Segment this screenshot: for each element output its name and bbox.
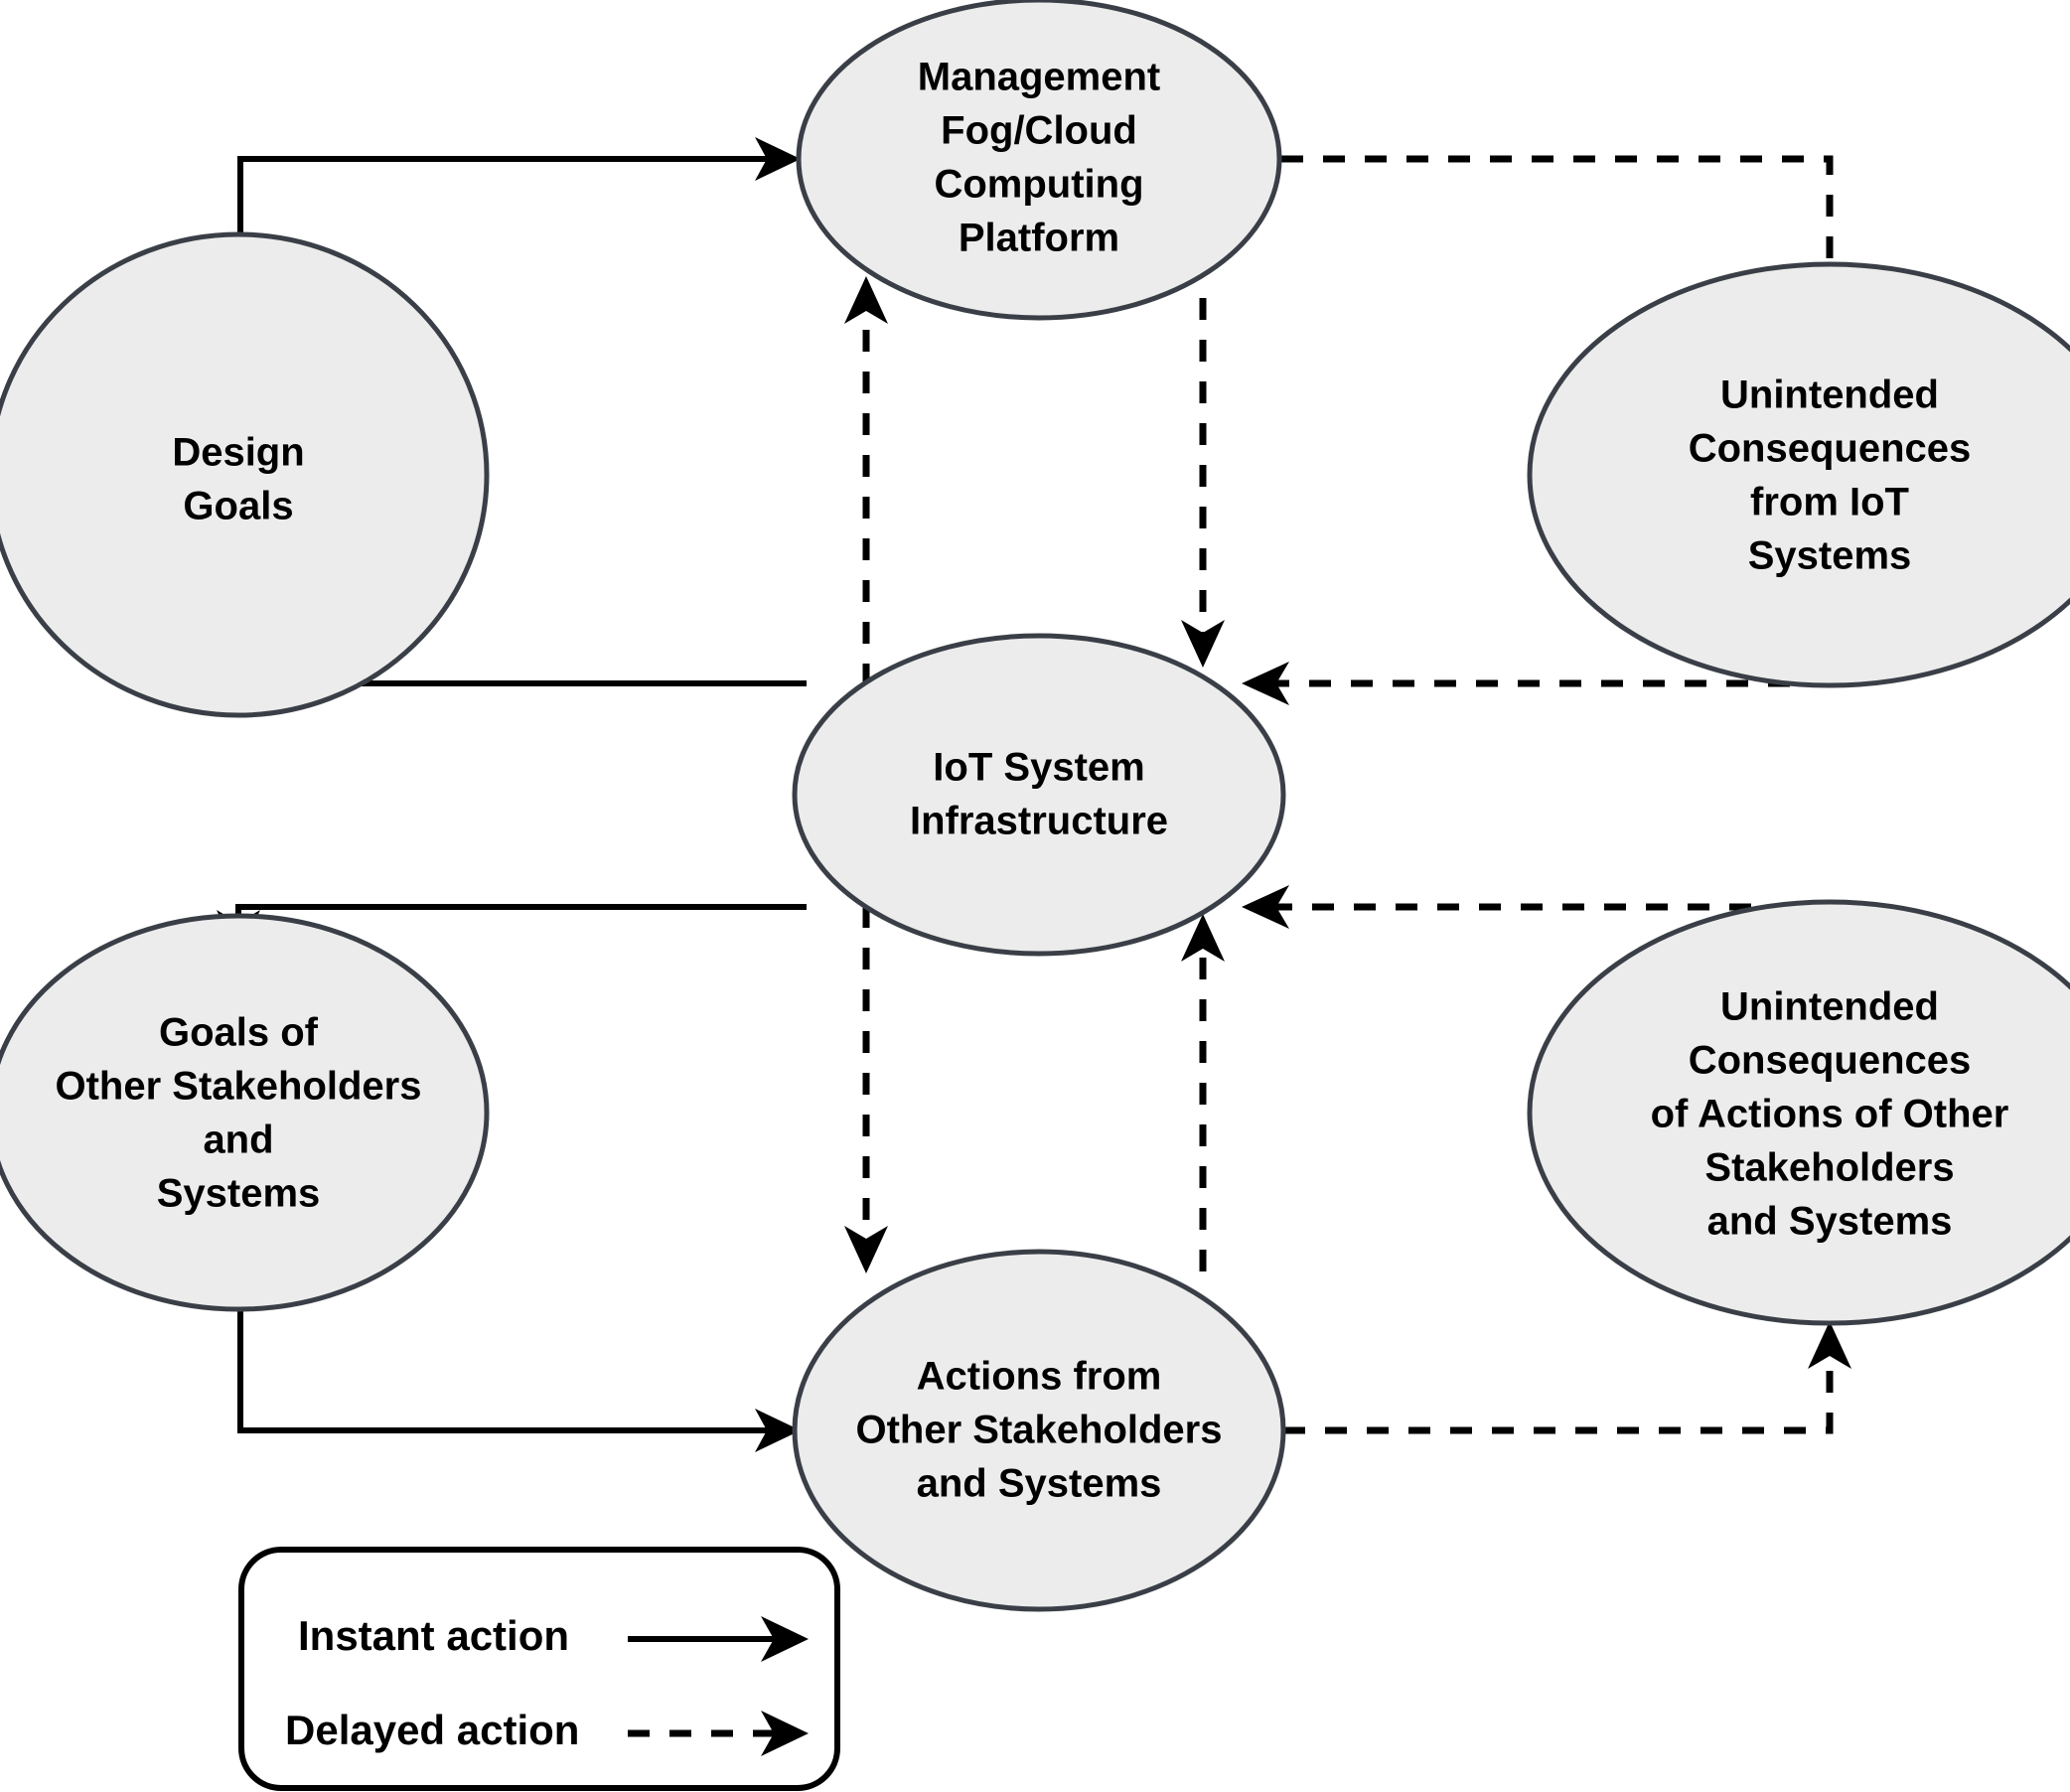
legend-delayed-action-arrowhead-icon	[761, 1711, 809, 1756]
node-unintended-consequences-actions-shape[interactable]	[1527, 899, 2070, 1326]
node-unintended-consequences-actions-label-line-5: and Systems	[1707, 1200, 1953, 1244]
node-actions-other-stakeholders[interactable]: Actions from Other Stakeholders and Syst…	[792, 1249, 1286, 1612]
arrowhead-actions-to-iot-infrastructure	[1181, 914, 1225, 962]
arrowhead-actions-to-unintended-actions	[1808, 1321, 1851, 1369]
edge-unintended-actions-to-iot-infrastructure	[1267, 902, 1834, 911]
legend-instant-action-arrowhead-icon	[761, 1616, 809, 1662]
node-iot-system-infrastructure-shape[interactable]	[792, 633, 1286, 957]
node-unintended-consequences-actions-label-line-1: Unintended	[1720, 985, 1939, 1029]
node-goals-other-stakeholders-label-line-2: Other Stakeholders	[55, 1065, 421, 1109]
node-iot-system-infrastructure-label-line-2: Infrastructure	[910, 800, 1168, 843]
legend-item-instant-action: Instant action	[298, 1612, 809, 1662]
arrowhead-iot-infrastructure-to-management	[844, 276, 888, 324]
arrowhead-management-to-iot-infrastructure	[1181, 620, 1225, 668]
node-layer: Management Fog/Cloud Computing Platform …	[0, 0, 2070, 1612]
edge-management-to-unintended-iot	[1281, 155, 1834, 294]
node-unintended-consequences-actions-label-line-2: Consequences	[1689, 1039, 1972, 1083]
arrowhead-goals-other-to-actions	[755, 1409, 801, 1452]
node-actions-other-stakeholders-label-line-1: Actions from	[917, 1355, 1162, 1399]
arrowhead-unintended-iot-to-iot-infrastructure	[1242, 662, 1289, 705]
arrowhead-iot-infrastructure-to-actions	[844, 1226, 888, 1273]
node-iot-system-infrastructure-label-line-1: IoT System	[933, 746, 1144, 790]
node-design-goals-shape[interactable]	[0, 231, 490, 718]
node-unintended-consequences-actions[interactable]: Unintended Consequences of Actions of Ot…	[1527, 899, 2070, 1326]
node-management[interactable]: Management Fog/Cloud Computing Platform	[796, 0, 1282, 321]
node-management-label-line-3: Computing	[934, 163, 1143, 207]
node-unintended-consequences-iot-label-line-4: Systems	[1748, 534, 1912, 578]
node-management-label-line-1: Management	[918, 56, 1161, 99]
node-management-label-line-2: Fog/Cloud	[941, 109, 1137, 153]
node-design-goals-label-line-2: Goals	[183, 485, 293, 528]
node-management-shape[interactable]	[796, 0, 1282, 321]
node-unintended-consequences-iot-label-line-3: from IoT	[1750, 481, 1909, 524]
legend-box	[238, 1547, 840, 1791]
arrowhead-unintended-actions-to-iot-infrastructure	[1242, 885, 1289, 929]
node-goals-other-stakeholders[interactable]: Goals of Other Stakeholders and Systems	[0, 913, 490, 1312]
node-unintended-consequences-iot-shape[interactable]	[1527, 261, 2070, 688]
node-actions-other-stakeholders-label-line-3: and Systems	[917, 1462, 1162, 1506]
node-unintended-consequences-iot-label-line-2: Consequences	[1689, 427, 1972, 471]
arrowhead-design-goals-to-management	[755, 137, 801, 181]
node-goals-other-stakeholders-label-line-1: Goals of	[159, 1011, 319, 1055]
legend: Instant action Delayed action	[238, 1547, 840, 1791]
legend-item-instant-action-label: Instant action	[298, 1612, 569, 1659]
edge-unintended-iot-to-iot-infrastructure	[1267, 679, 1834, 687]
legend-item-delayed-action: Delayed action	[285, 1707, 809, 1756]
edge-actions-to-unintended-actions	[1283, 1349, 1834, 1434]
node-management-label-line-4: Platform	[959, 217, 1119, 260]
node-design-goals[interactable]: Design Goals	[0, 231, 490, 718]
node-iot-system-infrastructure[interactable]: IoT System Infrastructure	[792, 633, 1286, 957]
node-goals-other-stakeholders-label-line-4: Systems	[157, 1172, 321, 1216]
node-design-goals-label-line-1: Design	[172, 431, 304, 475]
node-unintended-consequences-iot-label-line-1: Unintended	[1720, 373, 1939, 417]
edge-goals-other-to-actions	[237, 1305, 779, 1433]
node-unintended-consequences-actions-label-line-3: of Actions of Other	[1651, 1093, 2009, 1136]
node-goals-other-stakeholders-label-line-3: and	[203, 1119, 273, 1162]
node-unintended-consequences-iot[interactable]: Unintended Consequences from IoT Systems	[1527, 261, 2070, 688]
node-goals-other-stakeholders-shape[interactable]	[0, 913, 490, 1312]
legend-item-delayed-action-label: Delayed action	[285, 1707, 579, 1753]
node-unintended-consequences-actions-label-line-4: Stakeholders	[1704, 1146, 1954, 1190]
node-actions-other-stakeholders-shape[interactable]	[792, 1249, 1286, 1612]
edge-design-goals-to-management	[237, 156, 779, 234]
node-actions-other-stakeholders-label-line-2: Other Stakeholders	[855, 1409, 1222, 1452]
